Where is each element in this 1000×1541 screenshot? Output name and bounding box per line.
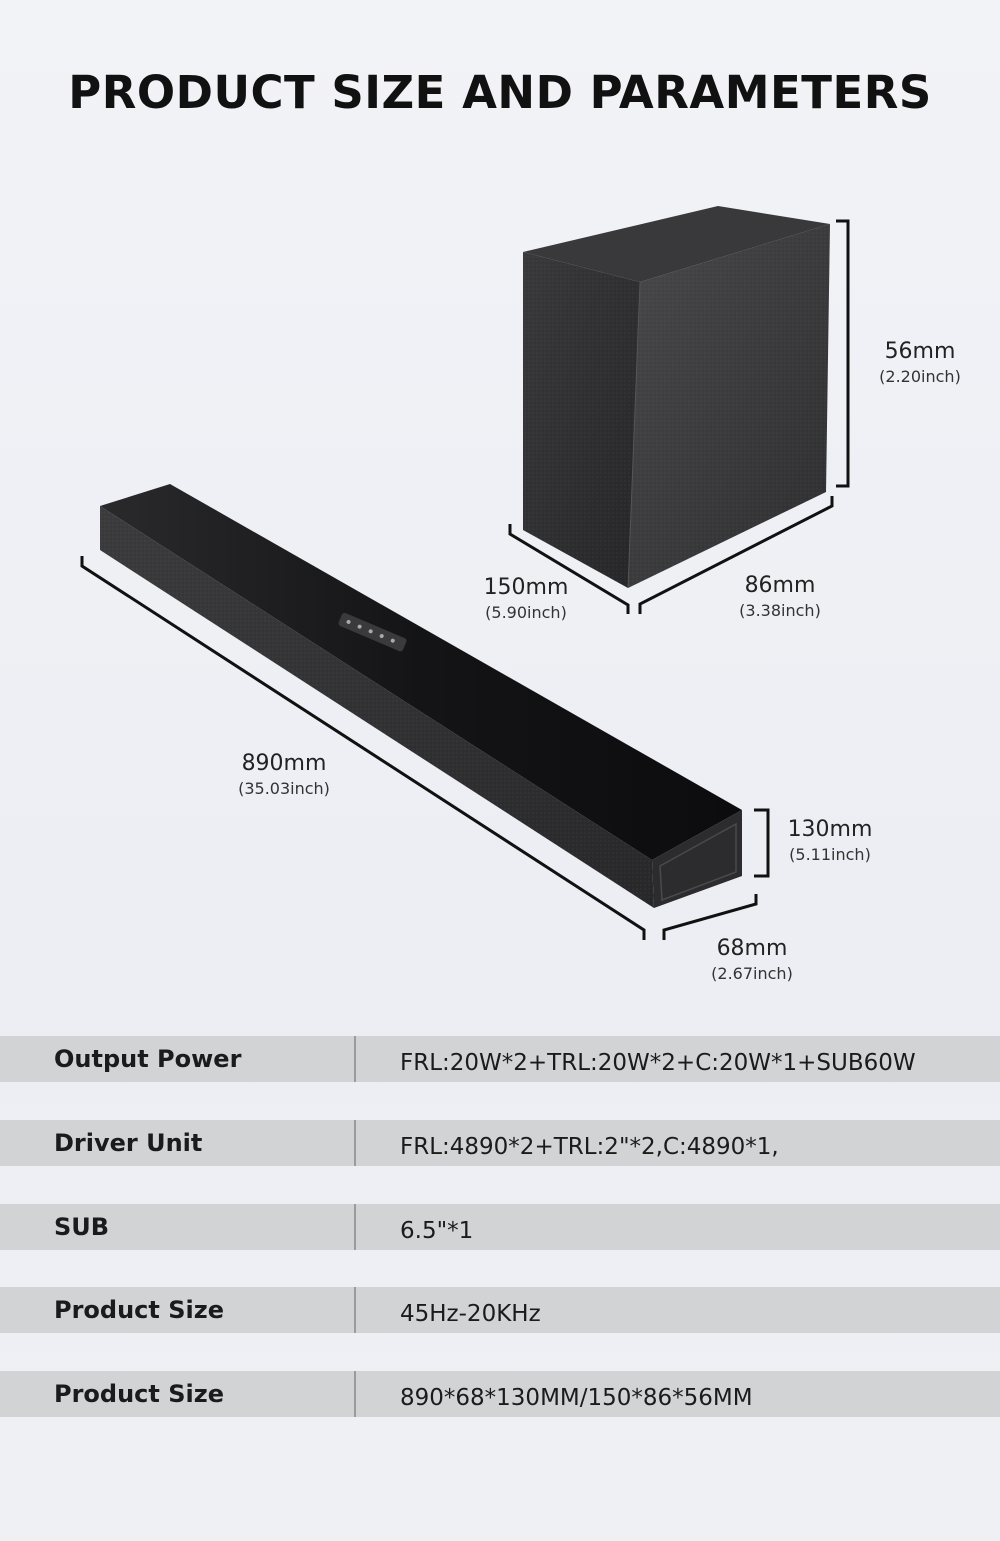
page-title: PRODUCT SIZE AND PARAMETERS [68, 66, 932, 119]
dimension-bar-depth: 68mm (2.67inch) [700, 935, 804, 985]
dimension-bar-height: 130mm (5.11inch) [776, 816, 884, 866]
sub-width-mm: 86mm [744, 573, 816, 598]
spec-row: Product Size 890*68*130MM/150*86*56MM [0, 1371, 1000, 1417]
sub-width-inch: (3.38inch) [739, 601, 821, 620]
bar-height-inch: (5.11inch) [789, 845, 871, 864]
soundbar-image [100, 484, 742, 908]
spec-row: Output Power FRL:20W*2+TRL:20W*2+C:20W*1… [0, 1036, 1000, 1082]
spec-label: SUB [54, 1213, 110, 1241]
bar-length-inch: (35.03inch) [238, 779, 330, 798]
sub-height-mm: 56mm [884, 339, 956, 364]
dimension-sub-height: 56mm (2.20inch) [868, 338, 972, 388]
spec-value: 6.5"*1 [400, 1218, 474, 1244]
spec-divider [354, 1287, 356, 1333]
spec-value: FRL:4890*2+TRL:2"*2,C:4890*1, [400, 1134, 779, 1160]
sub-depth-mm: 150mm [483, 575, 569, 600]
bar-height-mm: 130mm [787, 817, 873, 842]
spec-row: SUB 6.5"*1 [0, 1204, 1000, 1250]
spec-value: FRL:20W*2+TRL:20W*2+C:20W*1+SUB60W [400, 1050, 916, 1076]
bar-depth-inch: (2.67inch) [711, 964, 793, 983]
spec-label: Product Size [54, 1296, 224, 1324]
dimension-bar-length: 890mm (35.03inch) [222, 750, 346, 800]
dimension-sub-width: 86mm (3.38inch) [728, 572, 832, 622]
bar-dimension-lines [80, 556, 770, 940]
subwoofer-image [523, 206, 830, 589]
bar-length-mm: 890mm [241, 751, 327, 776]
spec-row: Product Size 45Hz-20KHz [0, 1287, 1000, 1333]
dimension-sub-depth: 150mm (5.90inch) [474, 574, 578, 624]
spec-label: Output Power [54, 1045, 242, 1073]
spec-label: Driver Unit [54, 1129, 203, 1157]
product-illustration [80, 206, 850, 940]
spec-value: 45Hz-20KHz [400, 1301, 541, 1327]
spec-divider [354, 1371, 356, 1417]
spec-value: 890*68*130MM/150*86*56MM [400, 1385, 753, 1411]
sub-height-inch: (2.20inch) [879, 367, 961, 386]
sub-depth-inch: (5.90inch) [485, 603, 567, 622]
spec-divider [354, 1204, 356, 1250]
spec-row: Driver Unit FRL:4890*2+TRL:2"*2,C:4890*1… [0, 1120, 1000, 1166]
sub-dimension-lines [508, 219, 850, 614]
spec-label: Product Size [54, 1380, 224, 1408]
spec-divider [354, 1036, 356, 1082]
bar-depth-mm: 68mm [716, 936, 788, 961]
spec-divider [354, 1120, 356, 1166]
